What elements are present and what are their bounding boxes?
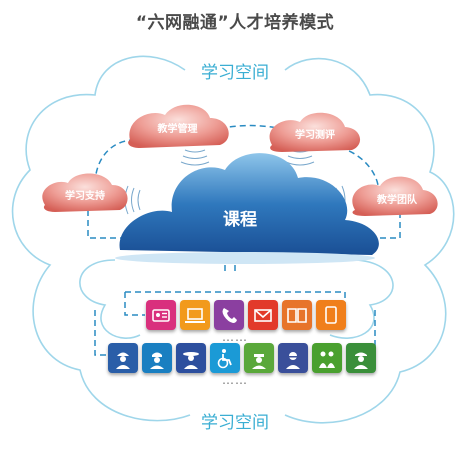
teaching-management-label: 教学管理	[157, 124, 198, 135]
bubble-learning-support	[42, 173, 128, 212]
learning-support-label: 学习支持	[65, 191, 105, 202]
learning-space-bottom-label: 学习空间	[0, 408, 470, 433]
police-icon	[346, 343, 376, 373]
worker-icon	[108, 343, 138, 373]
mail-icon	[248, 300, 278, 330]
id-card-icon	[146, 300, 176, 330]
wheelchair-icon	[210, 343, 240, 373]
nurse-icon	[244, 343, 274, 373]
ellipsis-top: ……	[222, 330, 248, 344]
book-icon	[282, 300, 312, 330]
diagram-title: “六网融通”人才培养模式	[135, 13, 335, 33]
teaching-team-label: 教学团队	[377, 195, 417, 206]
inner-cloud-outline	[79, 259, 394, 339]
soldier-icon	[142, 343, 172, 373]
course-label: 课程	[223, 210, 257, 230]
course-cloud-base	[115, 252, 375, 264]
outer-cloud-outline	[11, 55, 455, 424]
phone-icon	[214, 300, 244, 330]
elder-icon	[278, 343, 308, 373]
learning-space-bottom-text: 学习空间	[191, 413, 279, 433]
family-icon	[312, 343, 342, 373]
bubble-teaching-team	[352, 176, 438, 216]
bubble-teaching-management	[128, 104, 229, 148]
learning-evaluation-label: 学习测评	[295, 130, 335, 141]
bubble-learning-evaluation	[269, 112, 361, 152]
learning-space-top-label: 学习空间	[0, 58, 470, 83]
learning-space-top-text: 学习空间	[191, 63, 279, 83]
farmer-icon	[176, 343, 206, 373]
tablet-icon	[316, 300, 346, 330]
course-cloud	[119, 153, 379, 255]
laptop-icon	[180, 300, 210, 330]
ellipsis-bottom: ……	[222, 373, 248, 387]
